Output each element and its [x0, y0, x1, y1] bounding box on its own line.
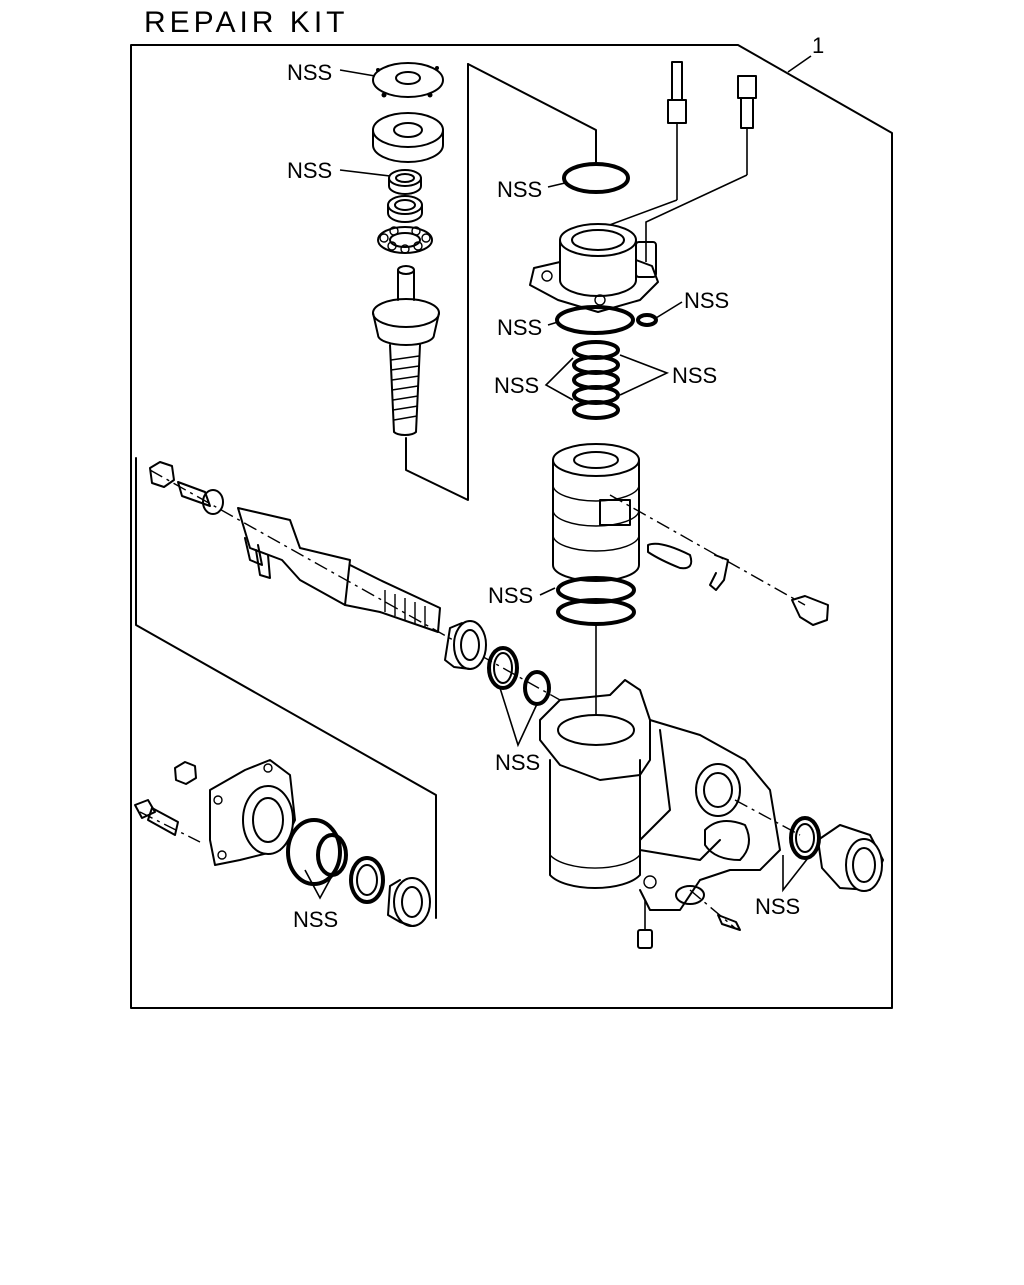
- cover-bolt: [134, 799, 179, 836]
- valve-housing: [529, 223, 659, 313]
- dust-cover: [817, 824, 884, 892]
- callout-1-leader: [787, 55, 812, 73]
- ball-guide: [647, 542, 693, 570]
- svg-text:NSS: NSS: [494, 373, 539, 398]
- left-bracket: [135, 457, 437, 919]
- svg-text:NSS: NSS: [497, 315, 542, 340]
- nss-label-9: NSS: [495, 687, 540, 775]
- small-o-ring: [636, 313, 658, 327]
- bearing-race: [387, 195, 423, 223]
- cover-seal-2: [349, 856, 385, 904]
- nss-label-8: NSS: [488, 583, 556, 608]
- sector-shaft: [237, 507, 441, 633]
- clamp-axis: [609, 494, 806, 606]
- nss-label-6: NSS: [494, 357, 574, 401]
- sector-seal-1: [487, 646, 519, 690]
- svg-text:NSS: NSS: [287, 60, 332, 85]
- piston-seal-rings: [556, 576, 636, 626]
- svg-text:NSS: NSS: [755, 894, 800, 919]
- housing-screw-axis: [689, 889, 736, 929]
- rack-piston: [552, 443, 640, 582]
- adjusting-nut: [149, 461, 175, 488]
- svg-text:NSS: NSS: [287, 158, 332, 183]
- seal-ring-stack: [572, 340, 620, 420]
- nss-label-3: NSS: [497, 177, 566, 202]
- ball-bearing: [377, 226, 433, 254]
- svg-text:NSS: NSS: [497, 177, 542, 202]
- worm-shaft: [372, 265, 440, 437]
- bearing-adjuster-nut: [372, 112, 444, 163]
- nss-label-4: NSS: [655, 288, 729, 319]
- svg-text:NSS: NSS: [293, 907, 338, 932]
- adjusting-screw: [177, 481, 224, 515]
- housing-plug: [637, 900, 653, 949]
- needle-bearing-2: [387, 877, 431, 927]
- housing-screw: [717, 914, 741, 931]
- small-seal: [388, 169, 422, 195]
- cover-bolt-axis: [139, 811, 201, 843]
- nss-label-11: NSS: [755, 855, 809, 919]
- upper-bracket: [405, 63, 469, 501]
- cover-nut: [174, 761, 197, 785]
- svg-text:NSS: NSS: [495, 750, 540, 775]
- svg-text:NSS: NSS: [672, 363, 717, 388]
- sector-seal-2: [523, 670, 551, 706]
- nss-label-1: NSS: [287, 60, 376, 85]
- long-bolt-2: [737, 75, 757, 175]
- clamp-screw: [791, 595, 829, 626]
- guide-clamp: [709, 554, 729, 591]
- top-cover-plate: [372, 62, 444, 98]
- upper-bracket-top: [467, 63, 597, 166]
- output-axis: [734, 799, 801, 836]
- housing-seal-ring: [555, 305, 635, 335]
- nss-label-5: NSS: [497, 315, 559, 340]
- callout-1: 1: [812, 33, 824, 58]
- side-cover: [209, 759, 296, 866]
- needle-bearing-1: [444, 620, 487, 670]
- bolt-2-guide: [645, 174, 748, 262]
- kit-frame: [130, 44, 893, 1009]
- nss-label-7: NSS: [619, 354, 717, 396]
- gear-housing: [539, 679, 781, 911]
- nss-label-10: NSS: [293, 869, 338, 932]
- output-seal: [789, 816, 821, 860]
- nss-label-2: NSS: [287, 158, 391, 183]
- diagram-title: REPAIR KIT: [144, 6, 348, 39]
- svg-text:NSS: NSS: [488, 583, 533, 608]
- long-bolt-1: [667, 61, 687, 200]
- large-o-ring: [562, 162, 630, 194]
- svg-text:NSS: NSS: [684, 288, 729, 313]
- cover-o-ring: [286, 818, 342, 886]
